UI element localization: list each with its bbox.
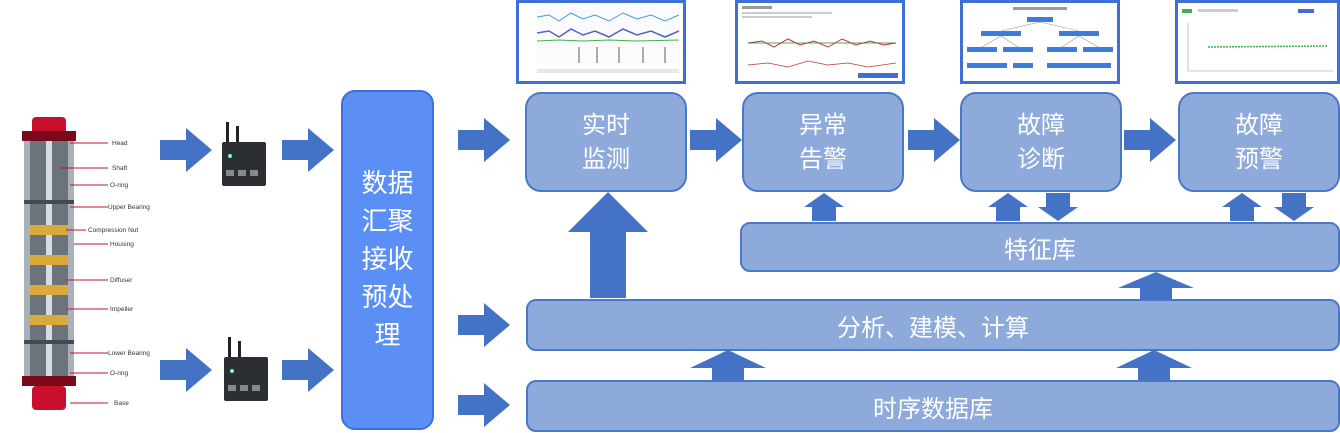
arrow-pump-to-router-bottom	[160, 348, 212, 392]
arrow-featuredb-to-warning	[1222, 193, 1262, 221]
hub-line: 预处	[361, 283, 414, 313]
stage-label: 故障	[1017, 111, 1065, 139]
timeseries-database: 时序数据库	[526, 380, 1340, 432]
analysis-modeling-computation: 分析、建模、计算	[526, 299, 1340, 351]
hub-line: 汇聚	[361, 207, 414, 237]
hub-line: 数据	[361, 169, 414, 199]
stage-label: 预警	[1235, 145, 1283, 173]
stage-label: 实时	[582, 111, 630, 139]
pump-diagram: Head Shaft O-ring Upper Bearing Compress…	[22, 117, 150, 410]
pump-label-diffuser: Diffuser	[110, 277, 133, 284]
stage-fault-diagnosis: 故障 诊断	[960, 92, 1122, 192]
arrow-hub-to-analysis	[458, 303, 510, 347]
pump-label-compression-nut: Compression Nut	[88, 227, 138, 234]
data-aggregation-hub: 数据 汇聚 接收 预处 理	[341, 90, 434, 430]
pump-label-shaft: Shaft	[112, 165, 127, 172]
pump-label-oring-bottom: O-ring	[110, 370, 128, 377]
pump-label-impeller: Impeller	[110, 306, 134, 313]
arrow-featuredb-to-diagnosis	[988, 193, 1028, 221]
stage-label: 诊断	[1017, 145, 1065, 173]
diagnosis-tree-thumbnail	[960, 0, 1120, 84]
warning-chart-thumbnail	[1175, 0, 1340, 84]
pump-label-upper-bearing: Upper Bearing	[108, 204, 150, 211]
pump-label-oring-top: O-ring	[110, 182, 128, 189]
arrow-analysis-to-realtime	[568, 192, 648, 298]
arrow-router-bottom-to-hub	[282, 348, 334, 392]
gateway-device-top	[222, 122, 266, 186]
arrow-diagnosis-to-warning	[1124, 118, 1176, 162]
pump-label-base: Base	[114, 400, 129, 407]
stage-label: 故障	[1235, 111, 1283, 139]
stage-label: 告警	[799, 145, 847, 173]
arrow-pump-to-router-top	[160, 128, 212, 172]
stage-label: 异常	[799, 111, 847, 139]
stage-fault-warning: 故障 预警	[1178, 92, 1340, 192]
arrow-analysis-to-featuredb	[1118, 272, 1194, 300]
timeseries-database-label: 时序数据库	[873, 394, 993, 423]
analysis-label: 分析、建模、计算	[837, 313, 1029, 342]
gateway-device-bottom	[224, 337, 268, 401]
arrow-diagnosis-to-featuredb	[1038, 193, 1078, 221]
realtime-chart-thumbnail	[516, 0, 686, 84]
feature-database: 特征库	[740, 222, 1340, 272]
arrow-realtime-to-anomaly	[690, 118, 742, 162]
arrow-router-top-to-hub	[282, 128, 334, 172]
arrow-anomaly-to-diagnosis	[908, 118, 960, 162]
pump-label-head: Head	[112, 140, 128, 147]
arrow-hub-to-timeseries	[458, 383, 510, 427]
arrow-warning-to-featuredb	[1274, 193, 1314, 221]
feature-database-label: 特征库	[1004, 235, 1076, 264]
hub-line: 接收	[361, 245, 414, 275]
stage-anomaly-alarm: 异常 告警	[742, 92, 904, 192]
pump-label-lower-bearing: Lower Bearing	[108, 350, 150, 357]
stage-label: 监测	[582, 145, 630, 173]
stage-realtime-monitoring: 实时 监测	[525, 92, 687, 192]
arrow-hub-to-realtime	[458, 118, 510, 162]
arrow-featuredb-to-anomaly	[804, 193, 844, 221]
arrow-timeseries-to-analysis-right	[1116, 350, 1192, 380]
pump-label-housing: Housing	[110, 241, 134, 248]
hub-line: 理	[374, 321, 401, 351]
anomaly-chart-thumbnail	[735, 0, 905, 84]
arrow-timeseries-to-analysis-left	[690, 350, 766, 380]
